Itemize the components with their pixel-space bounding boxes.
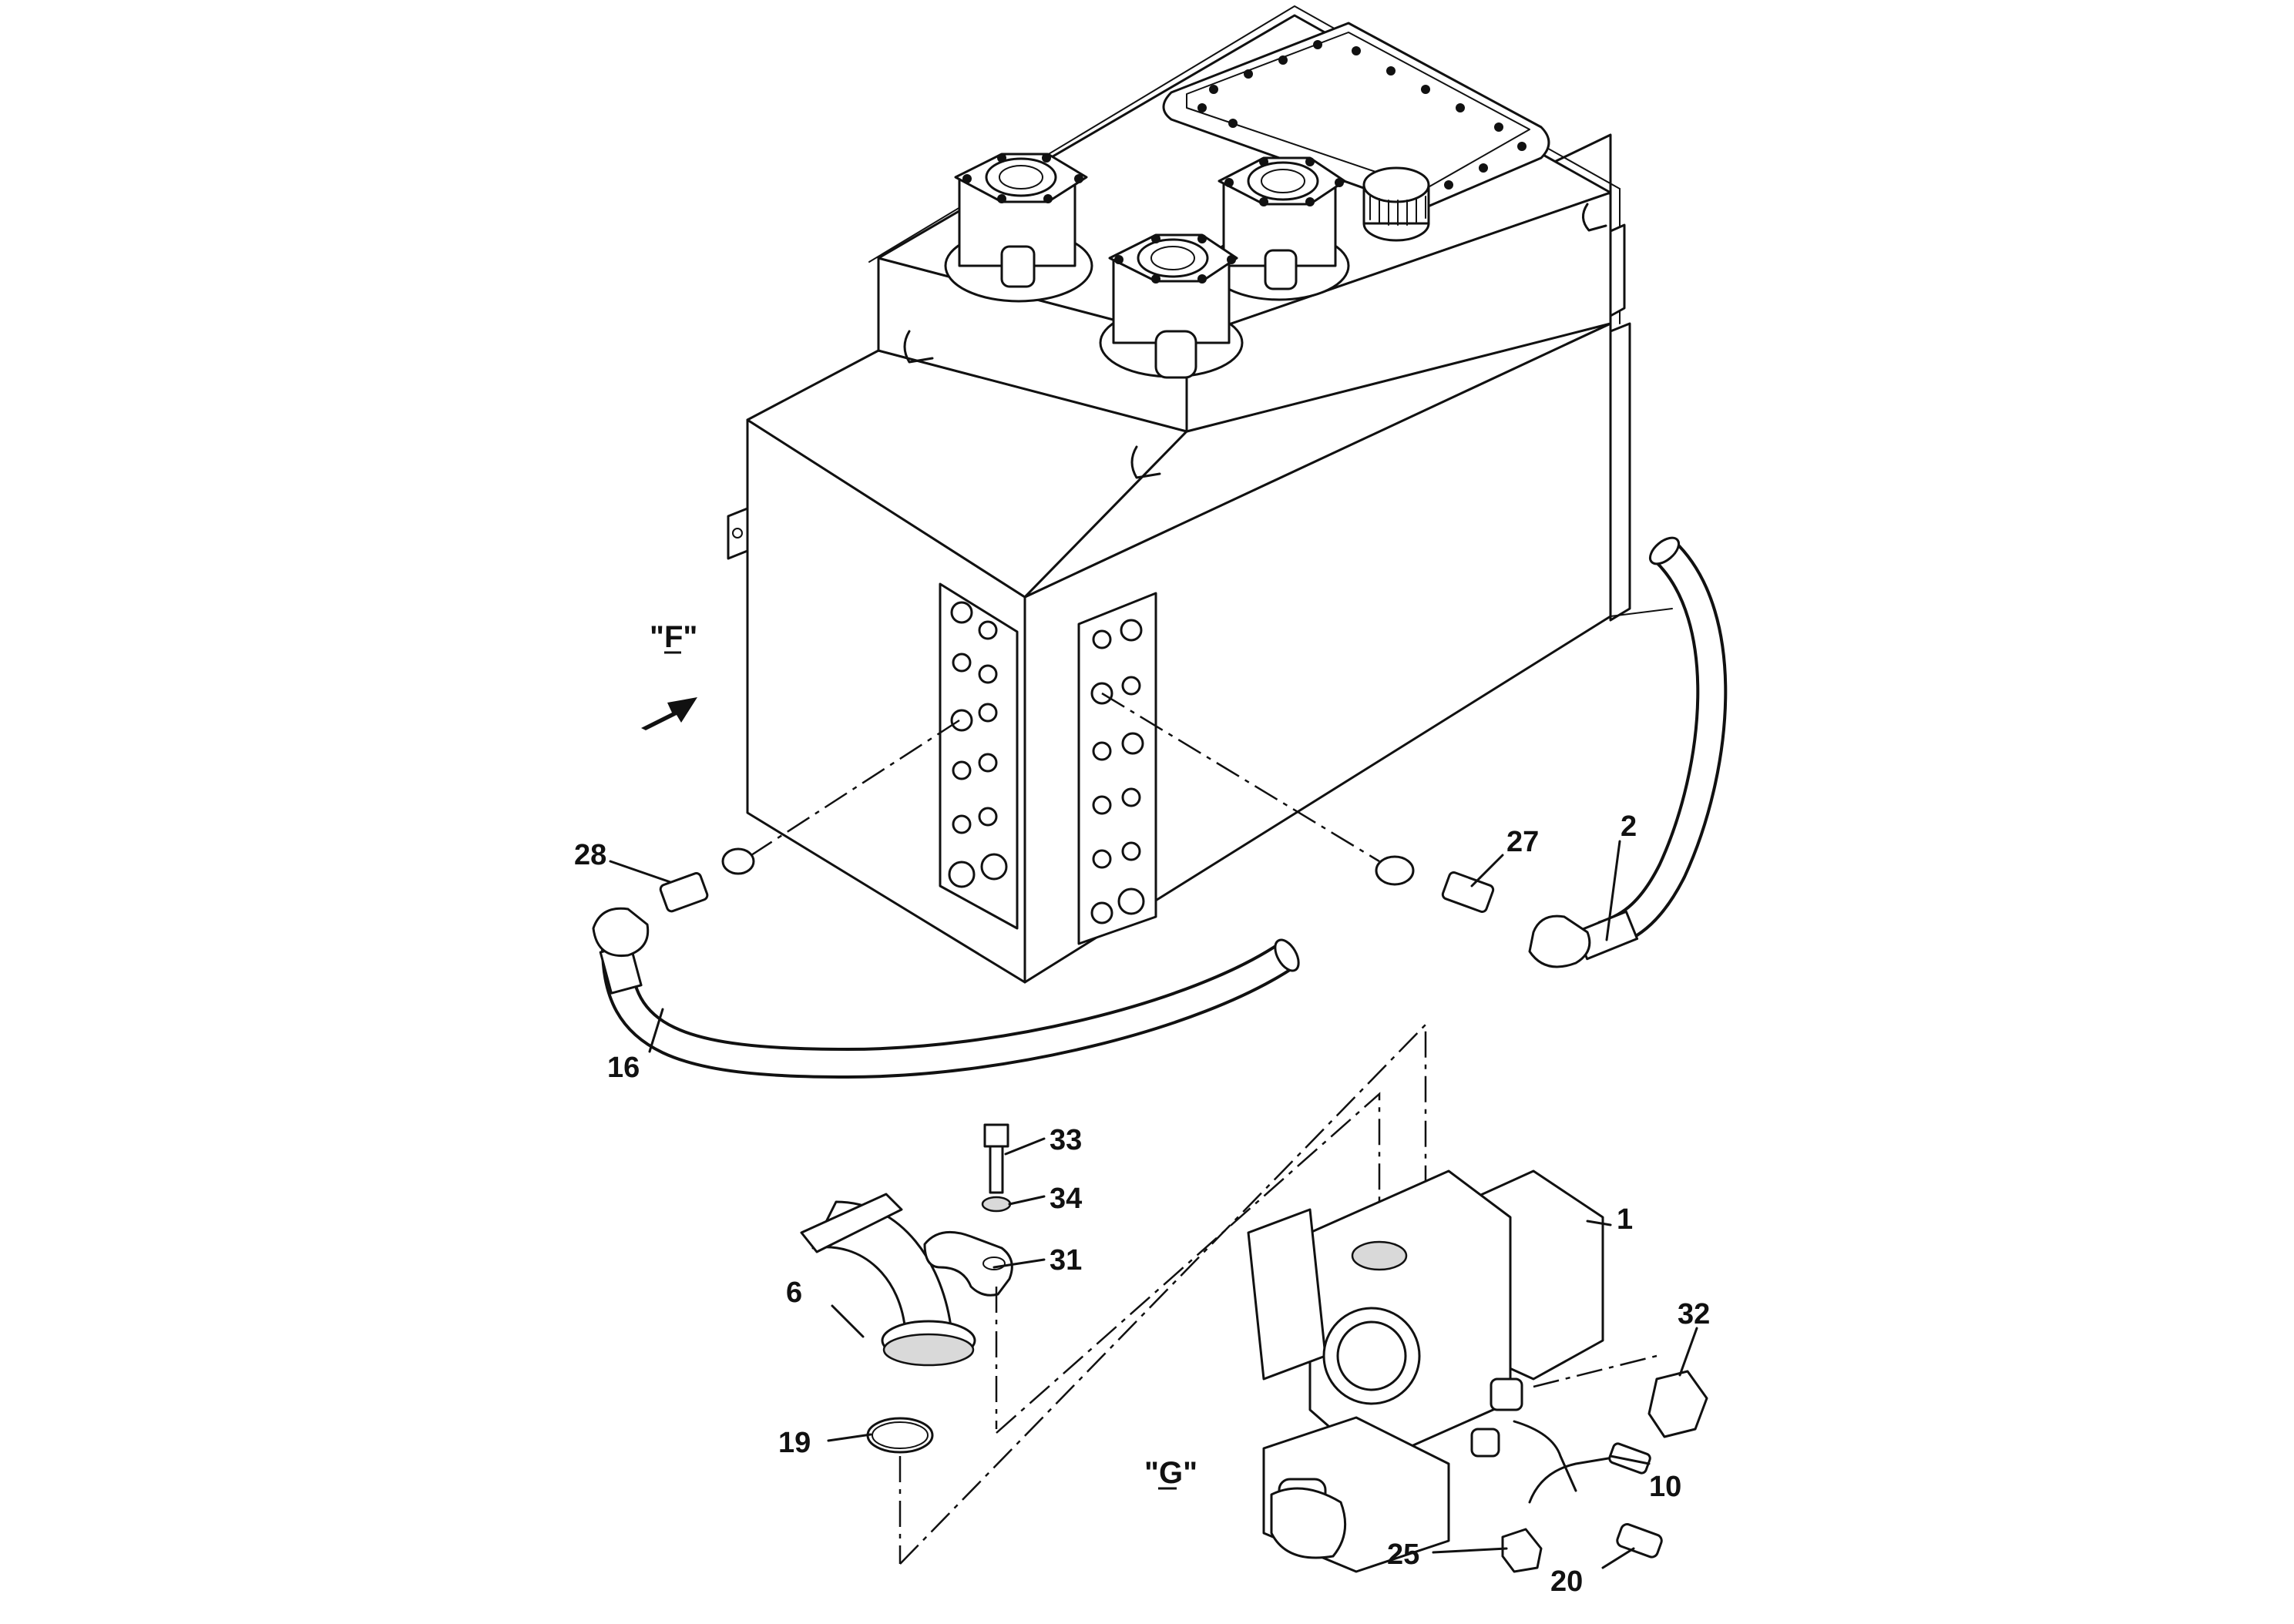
connection-line: [899, 1022, 1427, 1565]
callout-1: 1: [1617, 1203, 1633, 1236]
callout-27: 27: [1506, 826, 1539, 858]
callout-33: 33: [1050, 1124, 1082, 1156]
callout-20: 20: [1550, 1565, 1583, 1598]
o-ring-19: [866, 1417, 934, 1454]
clamp-31: [923, 1230, 1013, 1297]
adapter-27: [1375, 855, 1495, 913]
direction-arrow-icon: [641, 697, 697, 730]
return-filter-3: [1099, 233, 1244, 379]
bolt-33: [983, 1123, 1009, 1194]
return-filter-2: [1208, 156, 1350, 301]
connection-line: [1101, 692, 1380, 863]
view-label-f: "F": [650, 620, 697, 654]
suction-elbow-6: [800, 1193, 976, 1367]
elbow-32: [1647, 1370, 1708, 1438]
callout-19: 19: [778, 1427, 811, 1459]
sensor-20: [1616, 1523, 1663, 1559]
return-filter-1: [944, 153, 1093, 303]
breather-cap: [1362, 166, 1430, 242]
callout-10: 10: [1649, 1471, 1681, 1503]
callout-6: 6: [786, 1277, 802, 1309]
tube-10: [1513, 1420, 1651, 1504]
callout-2: 2: [1621, 810, 1637, 843]
callout-32: 32: [1678, 1298, 1710, 1330]
inspection-cover: [1162, 22, 1550, 209]
callout-28: 28: [574, 839, 606, 871]
fitting-25: [1501, 1528, 1543, 1573]
callout-31: 31: [1050, 1244, 1082, 1277]
connection-line: [996, 1092, 1381, 1434]
pump-1: [1247, 1169, 1604, 1573]
washer-34: [981, 1196, 1012, 1213]
port-block-right: [1077, 592, 1157, 945]
view-label-g: "G": [1144, 1456, 1197, 1490]
hydraulic-tank: [727, 5, 1673, 984]
connection-line: [751, 719, 960, 857]
callout-25: 25: [1387, 1538, 1419, 1571]
callout-leaders: [609, 840, 1698, 1569]
callout-16: 16: [607, 1052, 640, 1084]
port-block-left: [939, 582, 1019, 930]
adapter-28: [659, 847, 755, 913]
callout-34: 34: [1050, 1183, 1082, 1215]
connection-line: [1533, 1354, 1658, 1388]
hose-16: [592, 907, 1300, 1079]
